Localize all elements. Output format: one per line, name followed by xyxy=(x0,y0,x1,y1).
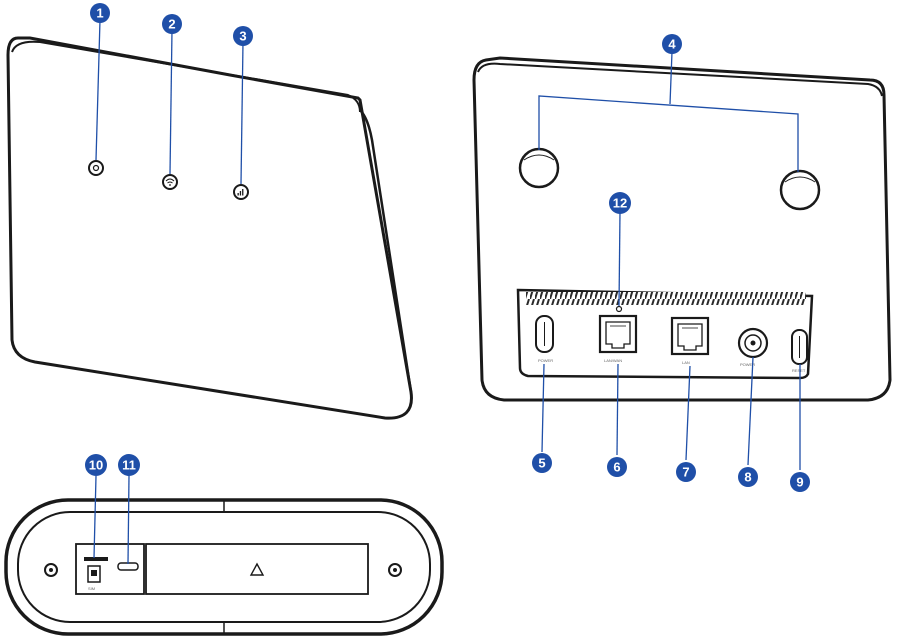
callout-8: 8 xyxy=(738,467,758,487)
svg-text:2: 2 xyxy=(168,17,175,32)
signal-indicator-icon xyxy=(233,184,249,200)
power-indicator-icon xyxy=(88,160,104,176)
router-bottom-view: SIM xyxy=(4,475,444,636)
callout-5: 5 xyxy=(532,453,552,473)
callout-2: 2 xyxy=(162,14,182,34)
svg-text:3: 3 xyxy=(239,29,246,44)
router-front-side-edge xyxy=(359,109,413,393)
callout-12: 12 xyxy=(609,192,631,214)
svg-text:LAN: LAN xyxy=(682,360,690,365)
warning-triangle-icon xyxy=(249,562,265,576)
router-front-body xyxy=(6,36,413,420)
callout-11: 11 xyxy=(118,454,140,476)
svg-text:4: 4 xyxy=(668,37,676,52)
router-front-top-edge xyxy=(11,40,361,113)
callout-7: 7 xyxy=(676,462,696,482)
lan-wan-port: LAN/WAN xyxy=(598,314,638,363)
svg-text:12: 12 xyxy=(613,196,627,211)
callout-3: 3 xyxy=(233,26,253,46)
callout-badges: 1 2 3 4 12 5 6 7 xyxy=(85,3,810,492)
svg-text:POWER: POWER xyxy=(740,362,755,367)
router-back-top-edge xyxy=(477,62,883,97)
svg-text:5: 5 xyxy=(538,456,545,471)
antenna-bracket-line xyxy=(538,95,799,172)
callout-10: 10 xyxy=(85,454,107,476)
screw-left xyxy=(44,563,58,577)
router-front-view xyxy=(6,19,413,420)
vent-grille xyxy=(526,292,806,305)
label-sticker-area xyxy=(145,543,369,595)
svg-text:6: 6 xyxy=(613,460,620,475)
sim-card-slot xyxy=(84,557,108,561)
svg-text:LAN/WAN: LAN/WAN xyxy=(604,358,622,363)
rear-port-panel: POWER LAN/WAN LAN POWER xyxy=(516,288,814,380)
callout-1: 1 xyxy=(90,3,110,23)
lan-wan-indicator xyxy=(615,305,623,313)
svg-text:RESET: RESET xyxy=(792,368,806,373)
wifi-indicator-icon xyxy=(162,174,178,190)
callout-6: 6 xyxy=(607,457,627,477)
svg-text:1: 1 xyxy=(96,6,103,21)
antenna-connector-right xyxy=(779,169,821,211)
power-button: POWER xyxy=(535,315,554,363)
svg-text:SIM: SIM xyxy=(88,586,95,591)
svg-text:7: 7 xyxy=(682,465,689,480)
usb-port xyxy=(117,562,139,571)
card-slot-area: SIM xyxy=(75,543,145,595)
callout-4: 4 xyxy=(662,34,682,54)
svg-text:9: 9 xyxy=(796,475,803,490)
callout-9: 9 xyxy=(790,472,810,492)
router-back-view: POWER LAN/WAN LAN POWER xyxy=(472,51,892,470)
lan-port: LAN xyxy=(670,316,710,365)
svg-text:10: 10 xyxy=(89,458,103,473)
svg-text:POWER: POWER xyxy=(538,358,553,363)
svg-text:11: 11 xyxy=(122,458,136,473)
screw-right xyxy=(388,563,402,577)
svg-text:8: 8 xyxy=(744,470,751,485)
